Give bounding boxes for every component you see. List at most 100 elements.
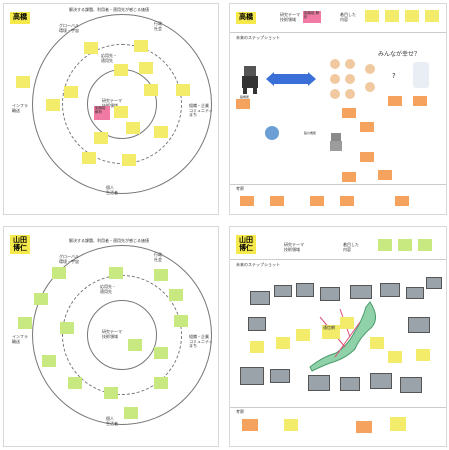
sticky-note[interactable] <box>176 84 190 96</box>
photo-thumbnail <box>320 287 340 301</box>
japan-map <box>309 301 376 372</box>
happiness-question: みんなが幸せ？ <box>378 51 421 58</box>
sticky-note[interactable] <box>114 106 128 118</box>
sticky-note[interactable] <box>60 322 74 334</box>
sticky-note[interactable] <box>356 421 372 433</box>
sticky-note[interactable] <box>154 347 168 359</box>
sticky-note[interactable] <box>174 315 188 327</box>
sticky-note[interactable] <box>128 339 142 351</box>
sticky-note[interactable] <box>84 42 98 54</box>
sticky-note[interactable] <box>342 172 356 182</box>
sticky-note[interactable] <box>276 337 290 349</box>
sticky-note[interactable] <box>122 154 136 166</box>
sticky-note[interactable] <box>104 387 118 399</box>
sticky-note[interactable] <box>18 317 32 329</box>
sticky-note[interactable] <box>378 170 392 180</box>
sticky-note[interactable] <box>114 64 128 76</box>
owner-name-tag: 山田博仁 <box>236 235 256 255</box>
photo-thumbnail <box>406 287 424 299</box>
sticky-note[interactable] <box>342 108 356 118</box>
section-divider <box>230 32 446 33</box>
question-mark: ? <box>392 72 396 80</box>
outer-ring <box>32 14 212 194</box>
core-note-brain[interactable]: 脳機能解析 <box>94 106 110 120</box>
photo-thumbnail <box>250 291 270 305</box>
header-research: 研究テーマ技術領域 <box>280 12 300 22</box>
robot-caption: 脳機能 <box>240 95 250 99</box>
person-icon <box>345 59 355 69</box>
sticky-note[interactable] <box>242 419 258 431</box>
sticky-note[interactable] <box>124 407 138 419</box>
sticky-note[interactable] <box>109 267 123 279</box>
person-icon <box>365 82 375 92</box>
sticky-note[interactable] <box>126 122 140 134</box>
sticky-note[interactable] <box>418 239 432 251</box>
sticky-note[interactable] <box>169 289 183 301</box>
canvas-takahashi-values[interactable]: 高橋 解決する課題、利用者・適用先が感じる価値 グローバル環境・宇宙 応用先・適… <box>3 3 219 215</box>
sticky-note[interactable] <box>395 196 409 206</box>
sticky-note[interactable] <box>236 99 250 109</box>
canvas-takahashi-scenario[interactable]: 高橋 研究テーマ技術領域 脳機能 解析 着目した内容 未来のステップショット 脳… <box>229 3 447 215</box>
sticky-note[interactable] <box>240 196 254 206</box>
sticky-note[interactable] <box>68 377 82 389</box>
sticky-note[interactable] <box>139 62 153 74</box>
person-icon <box>330 89 340 99</box>
canvas-yamada-values[interactable]: 山田博仁 解決する課題、利用者・適用先が感じる価値 グローバル環境・宇宙 応用先… <box>3 226 219 447</box>
sticky-note[interactable] <box>134 40 148 52</box>
ring-label-government: 行政社会 <box>154 21 162 31</box>
header-focus: 着目した内容 <box>340 12 356 22</box>
photo-thumbnail <box>340 377 360 391</box>
sticky-note[interactable] <box>388 96 402 106</box>
sticky-note[interactable] <box>154 269 168 281</box>
photo-thumbnail <box>380 283 400 297</box>
sticky-note[interactable] <box>270 196 284 206</box>
sticky-note[interactable] <box>310 196 324 206</box>
sticky-note[interactable] <box>284 419 298 431</box>
canvas-yamada-scenario[interactable]: 山田博仁 研究テーマ技術領域 着目した内容 未来のステップショット 通信網 考察 <box>229 226 447 447</box>
scenario-label: 未来のステップショット <box>236 262 280 267</box>
ring-label-individual: 個人生活者 <box>106 416 118 426</box>
sticky-note[interactable] <box>360 152 374 162</box>
sticky-note[interactable] <box>378 239 392 251</box>
sticky-note[interactable] <box>340 317 354 329</box>
photo-thumbnail <box>370 373 392 389</box>
center-note[interactable]: 通信網 <box>322 325 340 339</box>
sticky-note[interactable] <box>16 76 30 88</box>
sticky-note[interactable] <box>154 126 168 138</box>
sticky-note[interactable] <box>390 417 406 431</box>
sticky-note[interactable] <box>405 10 419 22</box>
sticky-note[interactable] <box>425 10 439 22</box>
sticky-note[interactable] <box>340 196 354 206</box>
sticky-note[interactable] <box>413 96 427 106</box>
sticky-note[interactable] <box>64 86 78 98</box>
sticky-note[interactable] <box>52 267 66 279</box>
scenario-label: 未来のステップショット <box>236 35 280 40</box>
sticky-note[interactable] <box>416 349 430 361</box>
sticky-note[interactable] <box>296 329 310 341</box>
header-brain-note[interactable]: 脳機能 解析 <box>303 11 321 23</box>
sticky-note[interactable] <box>370 337 384 349</box>
sticky-note[interactable] <box>82 152 96 164</box>
ring-label-organization: 組織・企業コミュニティまち <box>189 334 213 349</box>
sticky-note[interactable] <box>42 355 56 367</box>
header-research: 研究テーマ技術領域 <box>284 242 304 252</box>
sticky-note[interactable] <box>365 10 379 22</box>
section-divider <box>230 407 446 408</box>
sticky-note[interactable] <box>34 293 48 305</box>
sticky-note[interactable] <box>250 341 264 353</box>
sticky-note[interactable] <box>94 132 108 144</box>
sticky-note[interactable] <box>385 10 399 22</box>
sticky-note[interactable] <box>154 377 168 389</box>
sticky-note[interactable] <box>46 99 60 111</box>
sensor-label: 脳の機能 <box>304 131 317 135</box>
sticky-note[interactable] <box>398 239 412 251</box>
ring-label-global: グローバル環境・宇宙 <box>59 23 79 33</box>
header-focus: 着目した内容 <box>343 242 359 252</box>
sticky-note[interactable] <box>360 122 374 132</box>
ring-label-application: 応用先・適用先 <box>101 53 117 63</box>
ring-label-research: 研究テーマ技術領域 <box>102 98 122 108</box>
transfer-arrow <box>266 72 316 86</box>
canvas-title: 解決する課題、利用者・適用先が感じる価値 <box>69 7 149 12</box>
sticky-note[interactable] <box>144 84 158 96</box>
sticky-note[interactable] <box>388 351 402 363</box>
